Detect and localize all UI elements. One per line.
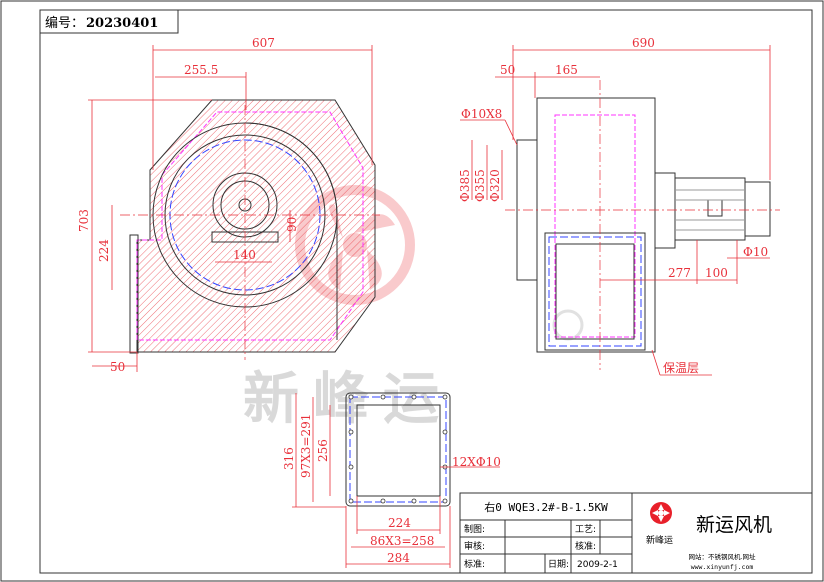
dim-d2: Φ355 bbox=[473, 169, 487, 202]
drawing-number-box bbox=[39, 9, 179, 34]
flange-outer bbox=[345, 392, 451, 507]
watermark-text: 新峰运 bbox=[243, 367, 453, 432]
website-label: 网站：不锈钢风机.网址 bbox=[688, 552, 756, 561]
review-label: 审核: bbox=[464, 540, 485, 552]
model-name: 右0 WQE3.2#-B-1.5KW bbox=[484, 500, 608, 514]
date-value: 2009-2-1 bbox=[577, 560, 618, 570]
outlet-flange bbox=[129, 234, 139, 354]
dim-inlet-depth: 165 bbox=[555, 63, 578, 77]
outlet-flange-front bbox=[544, 232, 646, 351]
logo-text: 新峰运 bbox=[646, 534, 673, 546]
dim-holes: 12XΦ10 bbox=[452, 455, 501, 469]
company-name: 新运风机 bbox=[696, 514, 772, 536]
website-url: www.xinyunfj.com bbox=[691, 563, 754, 571]
title-block: 右0 WQE3.2#-B-1.5KW 制图: 工艺: 审核: 核准: 标准: 日… bbox=[459, 492, 813, 574]
motor bbox=[674, 177, 746, 241]
dim-outer-width: 284 bbox=[387, 551, 410, 565]
flange-opening bbox=[356, 404, 441, 497]
approve-label: 核准: bbox=[575, 540, 596, 552]
dim-base-height: 90 bbox=[285, 217, 299, 232]
dim-d1: Φ385 bbox=[458, 169, 472, 202]
dim-motor-hole: Φ10 bbox=[743, 245, 768, 259]
dim-d3: Φ320 bbox=[488, 169, 502, 202]
dim-height: 703 bbox=[77, 209, 91, 232]
drawing-number: 20230401 bbox=[86, 16, 158, 31]
dim-width: 607 bbox=[252, 36, 275, 50]
dim-motor-offset: 277 bbox=[668, 266, 691, 280]
dim-outer-height: 316 bbox=[282, 447, 296, 470]
dim-bolt-holes: Φ10X8 bbox=[461, 107, 502, 121]
insulation-label: 保温层 bbox=[663, 361, 699, 375]
volute-inner-line bbox=[136, 111, 364, 341]
dim-base-width: 140 bbox=[233, 248, 256, 262]
dim-flange: 50 bbox=[500, 63, 515, 77]
process-label: 工艺: bbox=[575, 524, 596, 535]
dim-pitch-height: 97X3=291 bbox=[299, 414, 313, 478]
flange-view: 316 97X3=291 256 224 86X3=258 284 12XΦ10 bbox=[282, 392, 501, 568]
dim-offset: 255.5 bbox=[184, 63, 218, 77]
date-label: 日期: bbox=[548, 559, 569, 570]
drawn-by-label: 制图: bbox=[464, 523, 485, 535]
dim-inner-height: 256 bbox=[316, 439, 330, 462]
standard-label: 标准: bbox=[464, 558, 485, 570]
drawing-number-label: 编号： bbox=[45, 16, 84, 31]
flange-bolt-holes bbox=[348, 394, 448, 504]
dim-pitch-width: 86X3=258 bbox=[370, 534, 434, 548]
dim-inner-width: 224 bbox=[388, 516, 411, 530]
side-view: 607 255.5 703 224 50 140 90 bbox=[77, 36, 380, 374]
inner-frame bbox=[39, 9, 813, 574]
company-logo bbox=[650, 502, 672, 524]
dim-front-width: 690 bbox=[632, 36, 655, 50]
dim-motor-foot: 100 bbox=[705, 266, 728, 280]
dim-outlet: 224 bbox=[97, 239, 111, 262]
dim-outlet-depth: 50 bbox=[110, 360, 125, 374]
front-view: 690 50 165 Φ10X8 Φ385 Φ355 Φ320 277 100 … bbox=[458, 36, 780, 376]
